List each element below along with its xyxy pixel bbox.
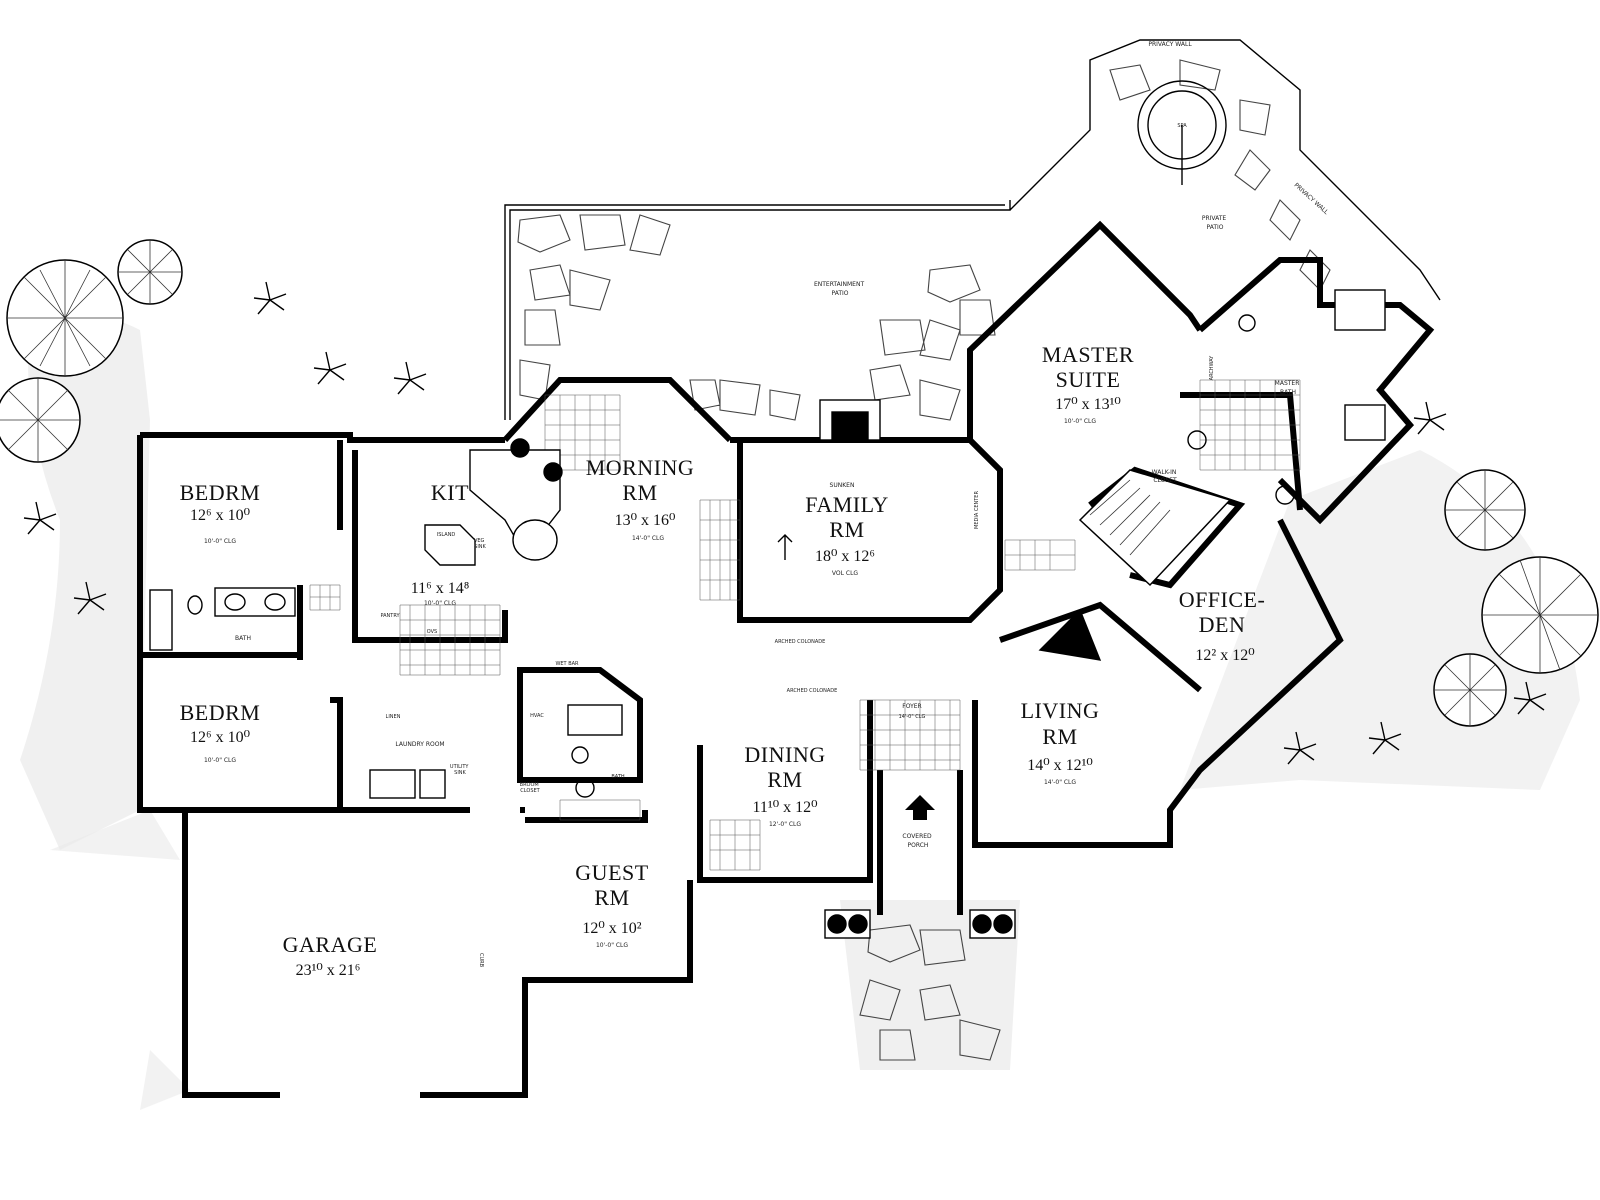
family-rm-name-1: FAMILY xyxy=(805,492,889,517)
foyer-name: FOYER xyxy=(902,703,921,710)
guest-rm-name-1: GUEST xyxy=(575,860,648,885)
office-den-dim: 12² x 12⁰ xyxy=(1195,647,1254,664)
bath-label: BATH xyxy=(235,635,251,642)
guest-rm-clg: 10'-0" CLG xyxy=(596,942,628,949)
master-suite-clg: 10'-0" CLG xyxy=(1064,418,1096,425)
dining-rm-name-2: RM xyxy=(767,767,802,792)
covered-porch-label: COVERED PORCH xyxy=(902,833,933,849)
kit-clg: 10'-0" CLG xyxy=(424,600,456,607)
bedrm-2-clg: 10'-0" CLG xyxy=(204,757,236,764)
walk-in-closet-label: WALK-IN CLOSET xyxy=(1152,469,1179,484)
arrow-icons xyxy=(777,534,935,820)
dining-rm-dim: 11¹⁰ x 12⁰ xyxy=(752,799,817,816)
family-rm-sunken: SUNKEN xyxy=(830,482,855,489)
living-rm-name-1: LIVING xyxy=(1021,698,1100,723)
dining-rm-name-1: DINING xyxy=(744,742,825,767)
bedrm-1-dim: 12⁶ x 10⁰ xyxy=(190,507,250,524)
kit-name: KIT xyxy=(431,480,469,505)
exterior-walls xyxy=(137,220,1435,1098)
master-suite-dim: 17⁰ x 13¹⁰ xyxy=(1055,396,1121,413)
entertainment-patio-label: ENTERTAINMENT PATIO xyxy=(814,281,866,297)
living-rm-dim: 14⁰ x 12¹⁰ xyxy=(1027,757,1093,774)
bedrm-1-clg: 10'-0" CLG xyxy=(204,538,236,545)
guest-rm-dim: 12⁰ x 10² xyxy=(582,920,641,937)
veg-sink-label: VEG SINK xyxy=(474,538,487,550)
spa-label: SPA xyxy=(1177,123,1187,129)
master-bath-label: MASTER BATH xyxy=(1275,380,1302,396)
bedrm-2-name: BEDRM xyxy=(180,700,261,725)
family-rm-dim: 18⁰ x 12⁶ xyxy=(815,548,875,565)
garage-dim: 23¹⁰ x 21⁶ xyxy=(296,962,361,979)
bath-2-label: BATH xyxy=(611,774,625,780)
bedrm-1-name: BEDRM xyxy=(180,480,261,505)
tile-floors xyxy=(309,379,1301,871)
morning-rm-clg: 14'-0" CLG xyxy=(632,535,664,542)
arched-colonade-1-label: ARCHED COLONADE xyxy=(775,639,826,645)
morning-rm-name-2: RM xyxy=(622,480,657,505)
living-rm-name-2: RM xyxy=(1042,724,1077,749)
pantry-label: PANTRY xyxy=(380,613,400,619)
foyer-clg: 14'-0" CLG xyxy=(899,714,926,720)
curb-label: CURB xyxy=(478,953,484,968)
bedrm-2-dim: 12⁶ x 10⁰ xyxy=(190,729,250,746)
garage-name: GARAGE xyxy=(283,932,378,957)
living-rm-clg: 14'-0" CLG xyxy=(1044,779,1076,786)
shrub-icons xyxy=(23,281,1547,765)
wet-bar-label: WET BAR xyxy=(555,661,579,667)
family-rm-name-2: RM xyxy=(829,517,864,542)
archway-label: ARCHWAY xyxy=(1209,355,1215,381)
dining-rm-clg: 12'-0" CLG xyxy=(769,821,801,828)
entertainment-patio: ENTERTAINMENT PATIO xyxy=(504,39,1441,1061)
utility-sink-label: UTILITY SINK xyxy=(450,764,470,776)
broom-closet-label: BROOM CLOSET xyxy=(520,782,541,794)
morning-rm-dim: 13⁰ x 16⁰ xyxy=(615,512,676,529)
hvac-label: HVAC xyxy=(530,713,544,719)
private-patio-label: PRIVATE PATIO xyxy=(1202,215,1228,231)
morning-rm-name-1: MORNING xyxy=(586,455,695,480)
laundry-room-label: LAUNDRY ROOM xyxy=(395,741,444,748)
privacy-wall-top-label: PRIVACY WALL xyxy=(1148,41,1192,48)
linen-label: LINEN xyxy=(386,714,401,720)
privacy-wall-side-label: PRIVACY WALL xyxy=(1293,182,1330,217)
spa-area: SPA PRIVACY WALL PRIVACY WALL PRIVATE PA… xyxy=(1137,41,1330,231)
office-den-name-2: DEN xyxy=(1199,612,1246,637)
kit-dim: 11⁶ x 14⁸ xyxy=(411,580,470,597)
guest-rm-name-2: RM xyxy=(594,885,629,910)
ovs-label: OVS xyxy=(427,629,437,635)
family-rm-clg: VOL CLG xyxy=(832,570,859,577)
master-suite-name-2: SUITE xyxy=(1056,367,1121,392)
arched-colonade-2-label: ARCHED COLONADE xyxy=(787,688,838,694)
master-suite-name-1: MASTER xyxy=(1042,342,1134,367)
media-center-label: MEDIA CENTER xyxy=(974,491,980,529)
porch-entry-arrow-icon xyxy=(905,795,935,820)
room-labels: BEDRM 12⁶ x 10⁰ 10'-0" CLG KIT 11⁶ x 14⁸… xyxy=(180,342,1302,979)
island-label: ISLAND xyxy=(437,532,456,538)
sunken-step-arrow-icon xyxy=(777,534,793,560)
tree-icons xyxy=(0,239,1599,727)
office-den-name-1: OFFICE- xyxy=(1179,587,1266,612)
fixtures xyxy=(149,289,1386,939)
